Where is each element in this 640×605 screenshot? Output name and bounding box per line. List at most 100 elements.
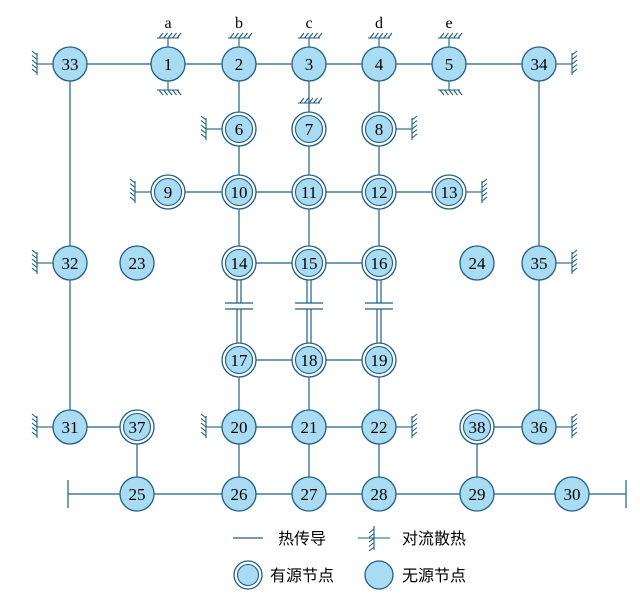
node-8: 8	[361, 111, 397, 147]
node-label: 22	[371, 418, 388, 437]
node-34: 34	[521, 46, 557, 82]
node-label: 4	[375, 55, 384, 74]
node-label: 7	[305, 120, 314, 139]
node-label: 2	[235, 55, 244, 74]
terminal-label-e: e	[445, 15, 452, 32]
node-label: 1	[164, 55, 173, 74]
node-10: 10	[221, 174, 257, 210]
node-label: 35	[531, 254, 548, 273]
convection-1-top: a	[157, 15, 182, 47]
legend-source-node-symbol	[233, 560, 263, 590]
node-label: 37	[129, 418, 147, 437]
convection-9-left	[129, 178, 151, 203]
node-label: 8	[375, 120, 384, 139]
capacitor-link-16-19	[365, 280, 393, 343]
node-label: 3	[305, 55, 314, 74]
node-label: 36	[531, 418, 548, 437]
node-12: 12	[361, 174, 397, 210]
node-label: 24	[469, 254, 487, 273]
node-23: 23	[119, 245, 155, 281]
node-label: 25	[129, 485, 146, 504]
node-24: 24	[459, 245, 495, 281]
legend-passive-node-label: 无源节点	[402, 566, 466, 585]
legend-source-node-label: 有源节点	[270, 566, 334, 585]
node-label: 5	[445, 55, 454, 74]
node-label: 26	[231, 485, 248, 504]
node-21: 21	[291, 409, 327, 445]
node-label: 19	[371, 351, 388, 370]
node-1: 1	[150, 46, 186, 82]
node-label: 38	[469, 418, 486, 437]
convection-33-left	[31, 50, 53, 75]
node-9: 9	[150, 174, 186, 210]
terminal-label-c: c	[305, 15, 312, 32]
convection-2-top: b	[228, 15, 253, 47]
node-31: 31	[52, 409, 88, 445]
convection-7-top	[298, 97, 323, 112]
node-label: 16	[371, 254, 388, 273]
node-label: 6	[235, 120, 244, 139]
node-20: 20	[221, 409, 257, 445]
node-36: 36	[521, 409, 557, 445]
node-label: 15	[301, 254, 318, 273]
node-37: 37	[119, 409, 155, 445]
node-5: 5	[431, 46, 467, 82]
node-label: 21	[301, 418, 318, 437]
convection-8-right	[396, 115, 418, 140]
node-label: 32	[62, 254, 79, 273]
node-3: 3	[291, 46, 327, 82]
node-16: 16	[361, 245, 397, 281]
node-26: 26	[221, 476, 257, 512]
node-label: 18	[301, 351, 318, 370]
node-label: 28	[371, 485, 388, 504]
terminal-label-a: a	[164, 15, 171, 32]
capacitor-link-14-17	[225, 280, 253, 343]
node-2: 2	[221, 46, 257, 82]
convection-32-left	[31, 249, 53, 274]
terminal-label-d: d	[375, 15, 383, 32]
node-label: 20	[231, 418, 248, 437]
convection-36-right	[556, 413, 578, 438]
node-label: 13	[441, 183, 458, 202]
node-label: 11	[301, 183, 317, 202]
node-label: 17	[231, 351, 249, 370]
capacitor-link-15-18	[295, 280, 323, 343]
capacitor-links-layer	[225, 280, 393, 343]
node-4: 4	[361, 46, 397, 82]
convection-3-top: c	[298, 15, 323, 47]
node-19: 19	[361, 342, 397, 378]
node-label: 9	[164, 183, 173, 202]
node-label: 33	[62, 55, 79, 74]
node-7: 7	[291, 111, 327, 147]
node-28: 28	[361, 476, 397, 512]
convection-34-right	[556, 50, 578, 75]
node-label: 31	[62, 418, 79, 437]
node-label: 10	[231, 183, 248, 202]
convection-31-left	[31, 413, 53, 438]
node-14: 14	[221, 245, 257, 281]
convection-layer: a b c d e	[31, 15, 578, 438]
convection-22-right	[396, 413, 418, 438]
node-label: 27	[301, 485, 319, 504]
node-22: 22	[361, 409, 397, 445]
node-label: 12	[371, 183, 388, 202]
node-25: 25	[119, 476, 155, 512]
node-33: 33	[52, 46, 88, 82]
node-label: 14	[231, 254, 249, 273]
convection-5-top: e	[438, 15, 463, 47]
node-38: 38	[459, 409, 495, 445]
node-15: 15	[291, 245, 327, 281]
node-label: 29	[469, 485, 486, 504]
convection-4-top: d	[368, 15, 393, 47]
legend-convection-label: 对流散热	[402, 529, 466, 548]
legend-convection-symbol	[358, 526, 390, 552]
node-11: 11	[291, 174, 327, 210]
node-13: 13	[431, 174, 467, 210]
legend-passive-node-symbol	[364, 560, 394, 590]
node-32: 32	[52, 245, 88, 281]
node-label: 34	[531, 55, 549, 74]
legend: 热传导 对流散热 有源节点 无源节点	[233, 526, 466, 590]
node-6: 6	[221, 111, 257, 147]
